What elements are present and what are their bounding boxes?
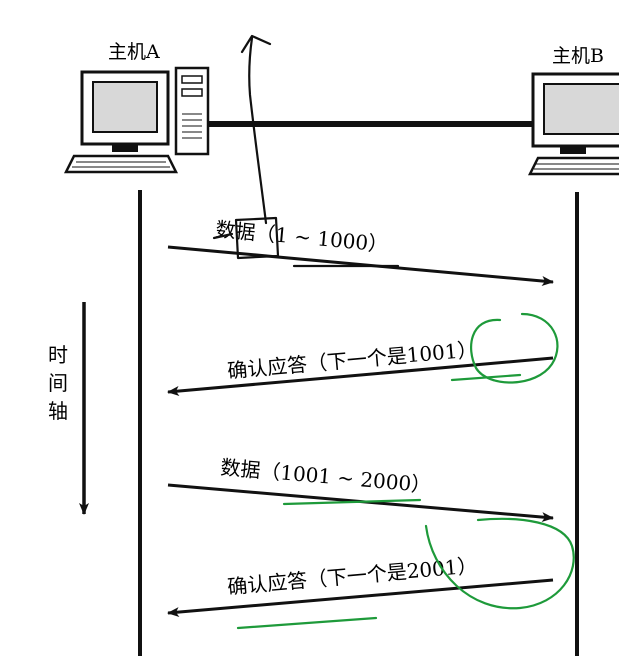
host-a-label: 主机A — [108, 41, 160, 63]
time-axis-char-1: 时 — [48, 343, 68, 367]
time-axis-char-3: 轴 — [48, 399, 68, 423]
message-arrow-2 — [167, 356, 554, 397]
message-label-1: 数据（1 ~ 1000） — [215, 217, 390, 257]
time-axis-char-2: 间 — [48, 371, 68, 395]
message-arrow-1 — [167, 245, 554, 286]
host-b-label: 主机B — [552, 45, 604, 67]
handwritten-black-annotation — [212, 34, 400, 268]
host-b-computer-icon — [527, 72, 619, 176]
handwritten-green-annotation — [236, 312, 575, 630]
message-arrow-4 — [167, 578, 554, 618]
host-a-computer-icon — [63, 66, 210, 174]
message-label-4: 确认应答（下一个是2001） — [226, 553, 478, 599]
